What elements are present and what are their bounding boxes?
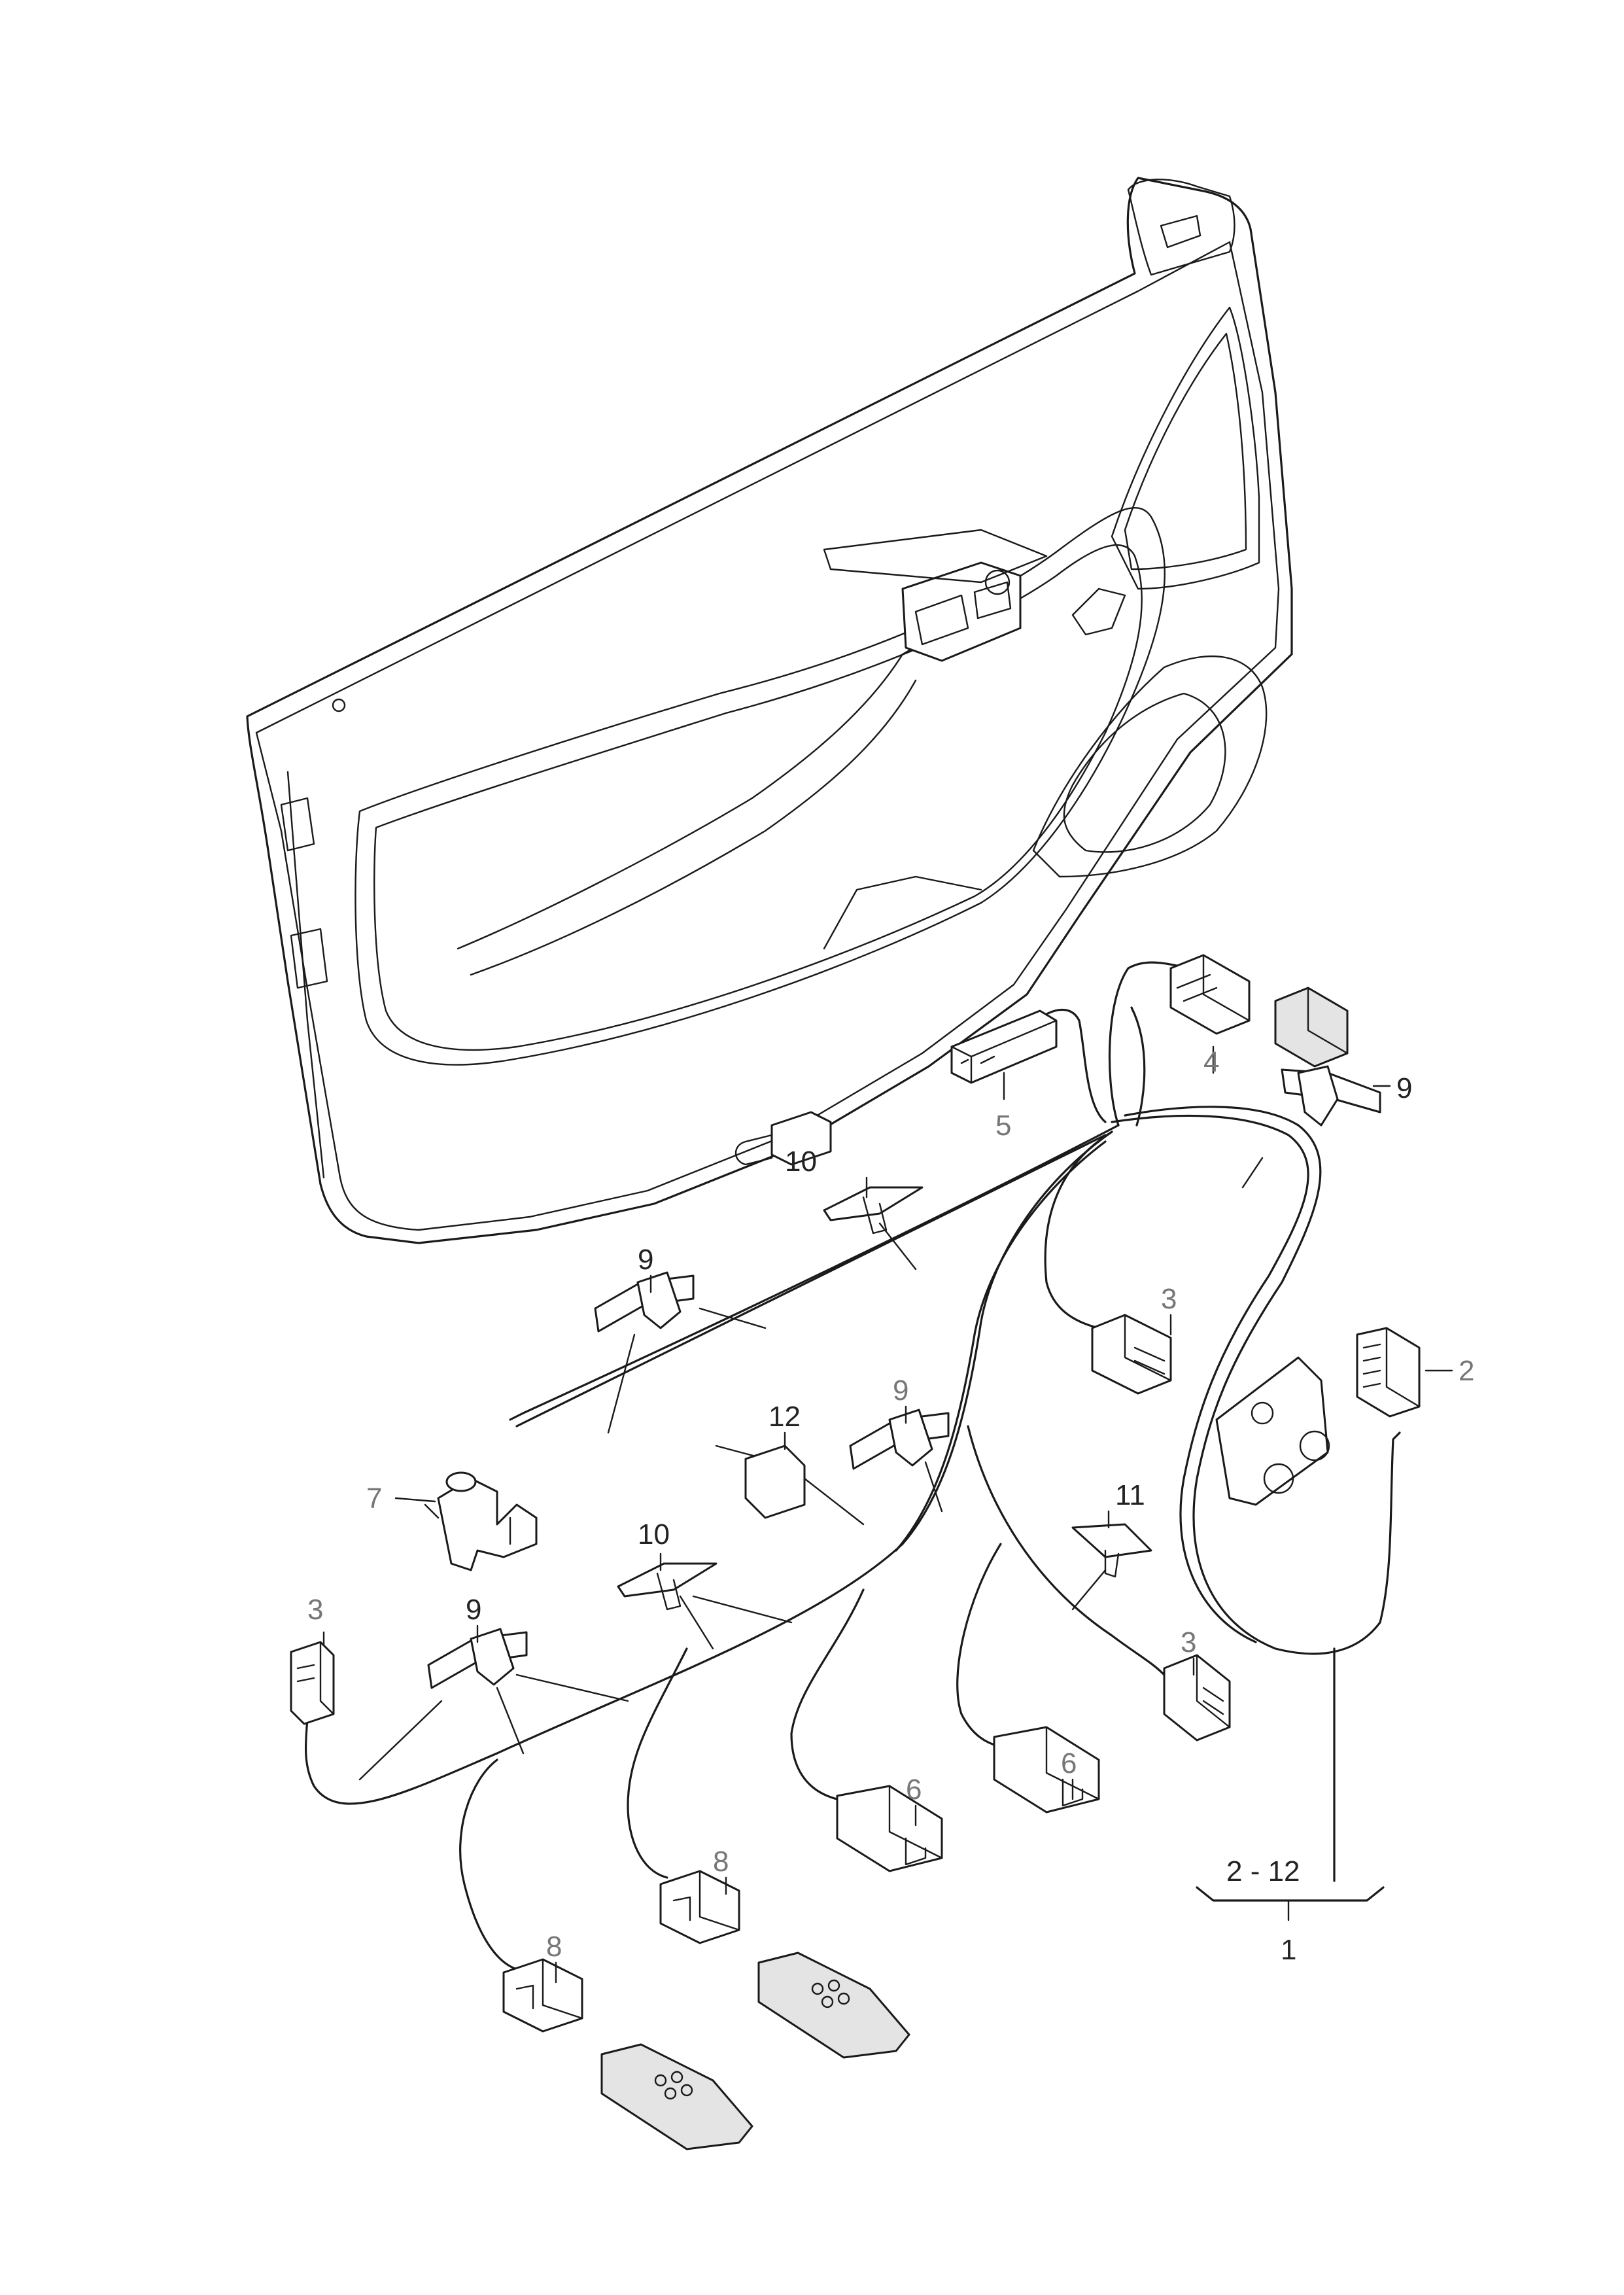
leader-lines bbox=[322, 1045, 1453, 1984]
callout-7: 7 bbox=[366, 1482, 382, 1515]
callout-9-right: 9 bbox=[1396, 1072, 1412, 1104]
clip-part-9-upper bbox=[594, 1271, 695, 1333]
callout-1: 1 bbox=[1281, 1934, 1296, 1966]
callout-8-left: 8 bbox=[546, 1931, 562, 1963]
clip-part-10-lower bbox=[617, 1562, 717, 1611]
connector-part-3-left bbox=[290, 1641, 335, 1725]
callout-9-middle: 9 bbox=[893, 1375, 908, 1407]
clip-part-9-lower bbox=[427, 1628, 528, 1689]
callout-9-upper: 9 bbox=[638, 1244, 653, 1276]
connector-part-5 bbox=[734, 1009, 1058, 1166]
wiring-harness bbox=[304, 961, 1401, 1971]
clip-part-10-upper bbox=[823, 1186, 924, 1235]
connector-part-8-middle bbox=[659, 1870, 910, 2059]
door-trim-panel bbox=[246, 177, 1293, 1244]
callout-labels: 4 5 9 10 9 3 2 9 12 7 11 10 3 9 3 6 6 8 … bbox=[307, 1046, 1474, 1966]
callout-12: 12 bbox=[769, 1401, 801, 1433]
callout-3-upper: 3 bbox=[1161, 1283, 1177, 1315]
callout-6-right: 6 bbox=[1061, 1747, 1077, 1779]
connector-part-6-middle bbox=[836, 1785, 943, 1872]
connector-part-2 bbox=[1215, 1327, 1421, 1506]
callout-5: 5 bbox=[995, 1110, 1011, 1142]
callout-3-right: 3 bbox=[1181, 1626, 1196, 1658]
callout-3-left: 3 bbox=[307, 1594, 323, 1626]
connector-part-8-left bbox=[502, 1958, 753, 2150]
connector-part-3-right bbox=[1163, 1654, 1231, 1742]
tie-part-11 bbox=[1071, 1523, 1152, 1578]
clip-part-9-middle bbox=[849, 1409, 950, 1470]
callout-10-upper: 10 bbox=[785, 1146, 817, 1178]
callout-11: 11 bbox=[1115, 1479, 1145, 1511]
callout-8-middle: 8 bbox=[713, 1846, 729, 1878]
clip-part-9-right bbox=[1281, 1065, 1381, 1127]
callout-9-lower: 9 bbox=[466, 1594, 481, 1626]
callout-2: 2 bbox=[1459, 1355, 1474, 1387]
callout-10-lower: 10 bbox=[638, 1518, 670, 1550]
connector-part-4 bbox=[1169, 954, 1349, 1068]
holder-part-12 bbox=[715, 1445, 865, 1526]
callout-6-middle: 6 bbox=[906, 1774, 922, 1806]
callout-4: 4 bbox=[1203, 1046, 1219, 1078]
range-label: 2 - 12 bbox=[1226, 1855, 1300, 1887]
lamp-socket-part-7 bbox=[424, 1471, 538, 1571]
connector-part-6-right bbox=[993, 1726, 1100, 1813]
connector-part-3-upper bbox=[1091, 1314, 1172, 1395]
